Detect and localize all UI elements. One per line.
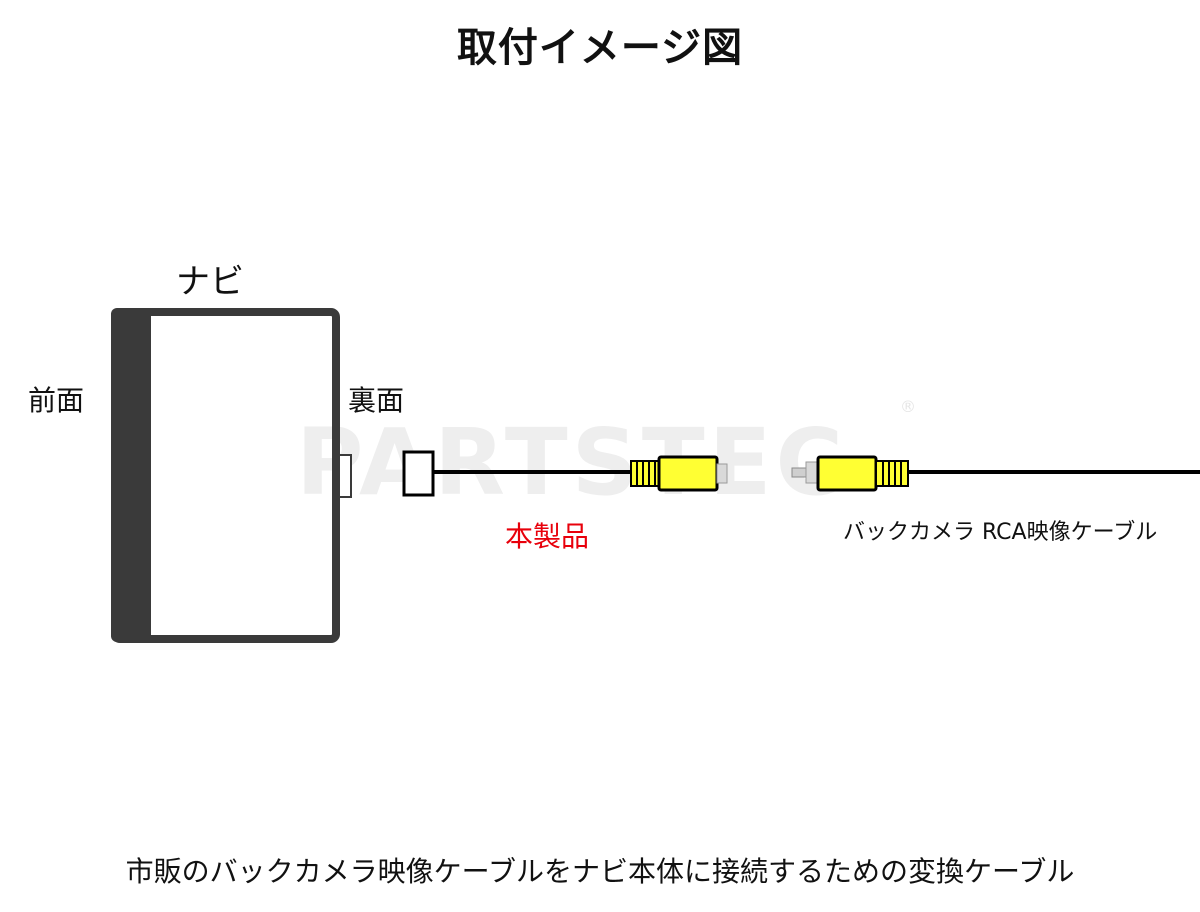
camera-rca-grip-lines (882, 461, 902, 486)
camera-rca-boot (875, 460, 909, 487)
diagram-title: 取付イメージ図 (456, 25, 744, 71)
product-rca-socket (716, 463, 728, 484)
navi-side-connector (402, 450, 435, 497)
camera-rca-male-connector (791, 455, 909, 492)
product-label: 本製品 (505, 520, 590, 553)
product-rca-body (657, 455, 719, 492)
camera-rca-body (816, 455, 878, 492)
front-label: 前面 (28, 384, 85, 417)
navi-back-port (338, 454, 352, 498)
diagram-caption: 市販のバックカメラ映像ケーブルをナビ本体に接続するための変換ケーブル (125, 855, 1075, 888)
navi-label: ナビ (176, 262, 244, 302)
camera-cable (791, 455, 1200, 492)
watermark-text: PARTSTEC (296, 409, 847, 516)
product-rca-female-connector (630, 455, 728, 492)
navi-unit (111, 308, 352, 643)
back-label: 裏面 (348, 384, 405, 417)
camera-cable-label: バックカメラ RCA映像ケーブル (843, 520, 1158, 545)
navi-front-panel (111, 308, 151, 642)
camera-rca-pin (791, 467, 807, 478)
product-rca-grip-lines (636, 461, 656, 486)
product-cable (402, 450, 728, 497)
watermark: PARTSTEC ® (296, 397, 916, 516)
watermark-registered-mark: ® (900, 397, 916, 416)
navi-body (111, 308, 340, 643)
